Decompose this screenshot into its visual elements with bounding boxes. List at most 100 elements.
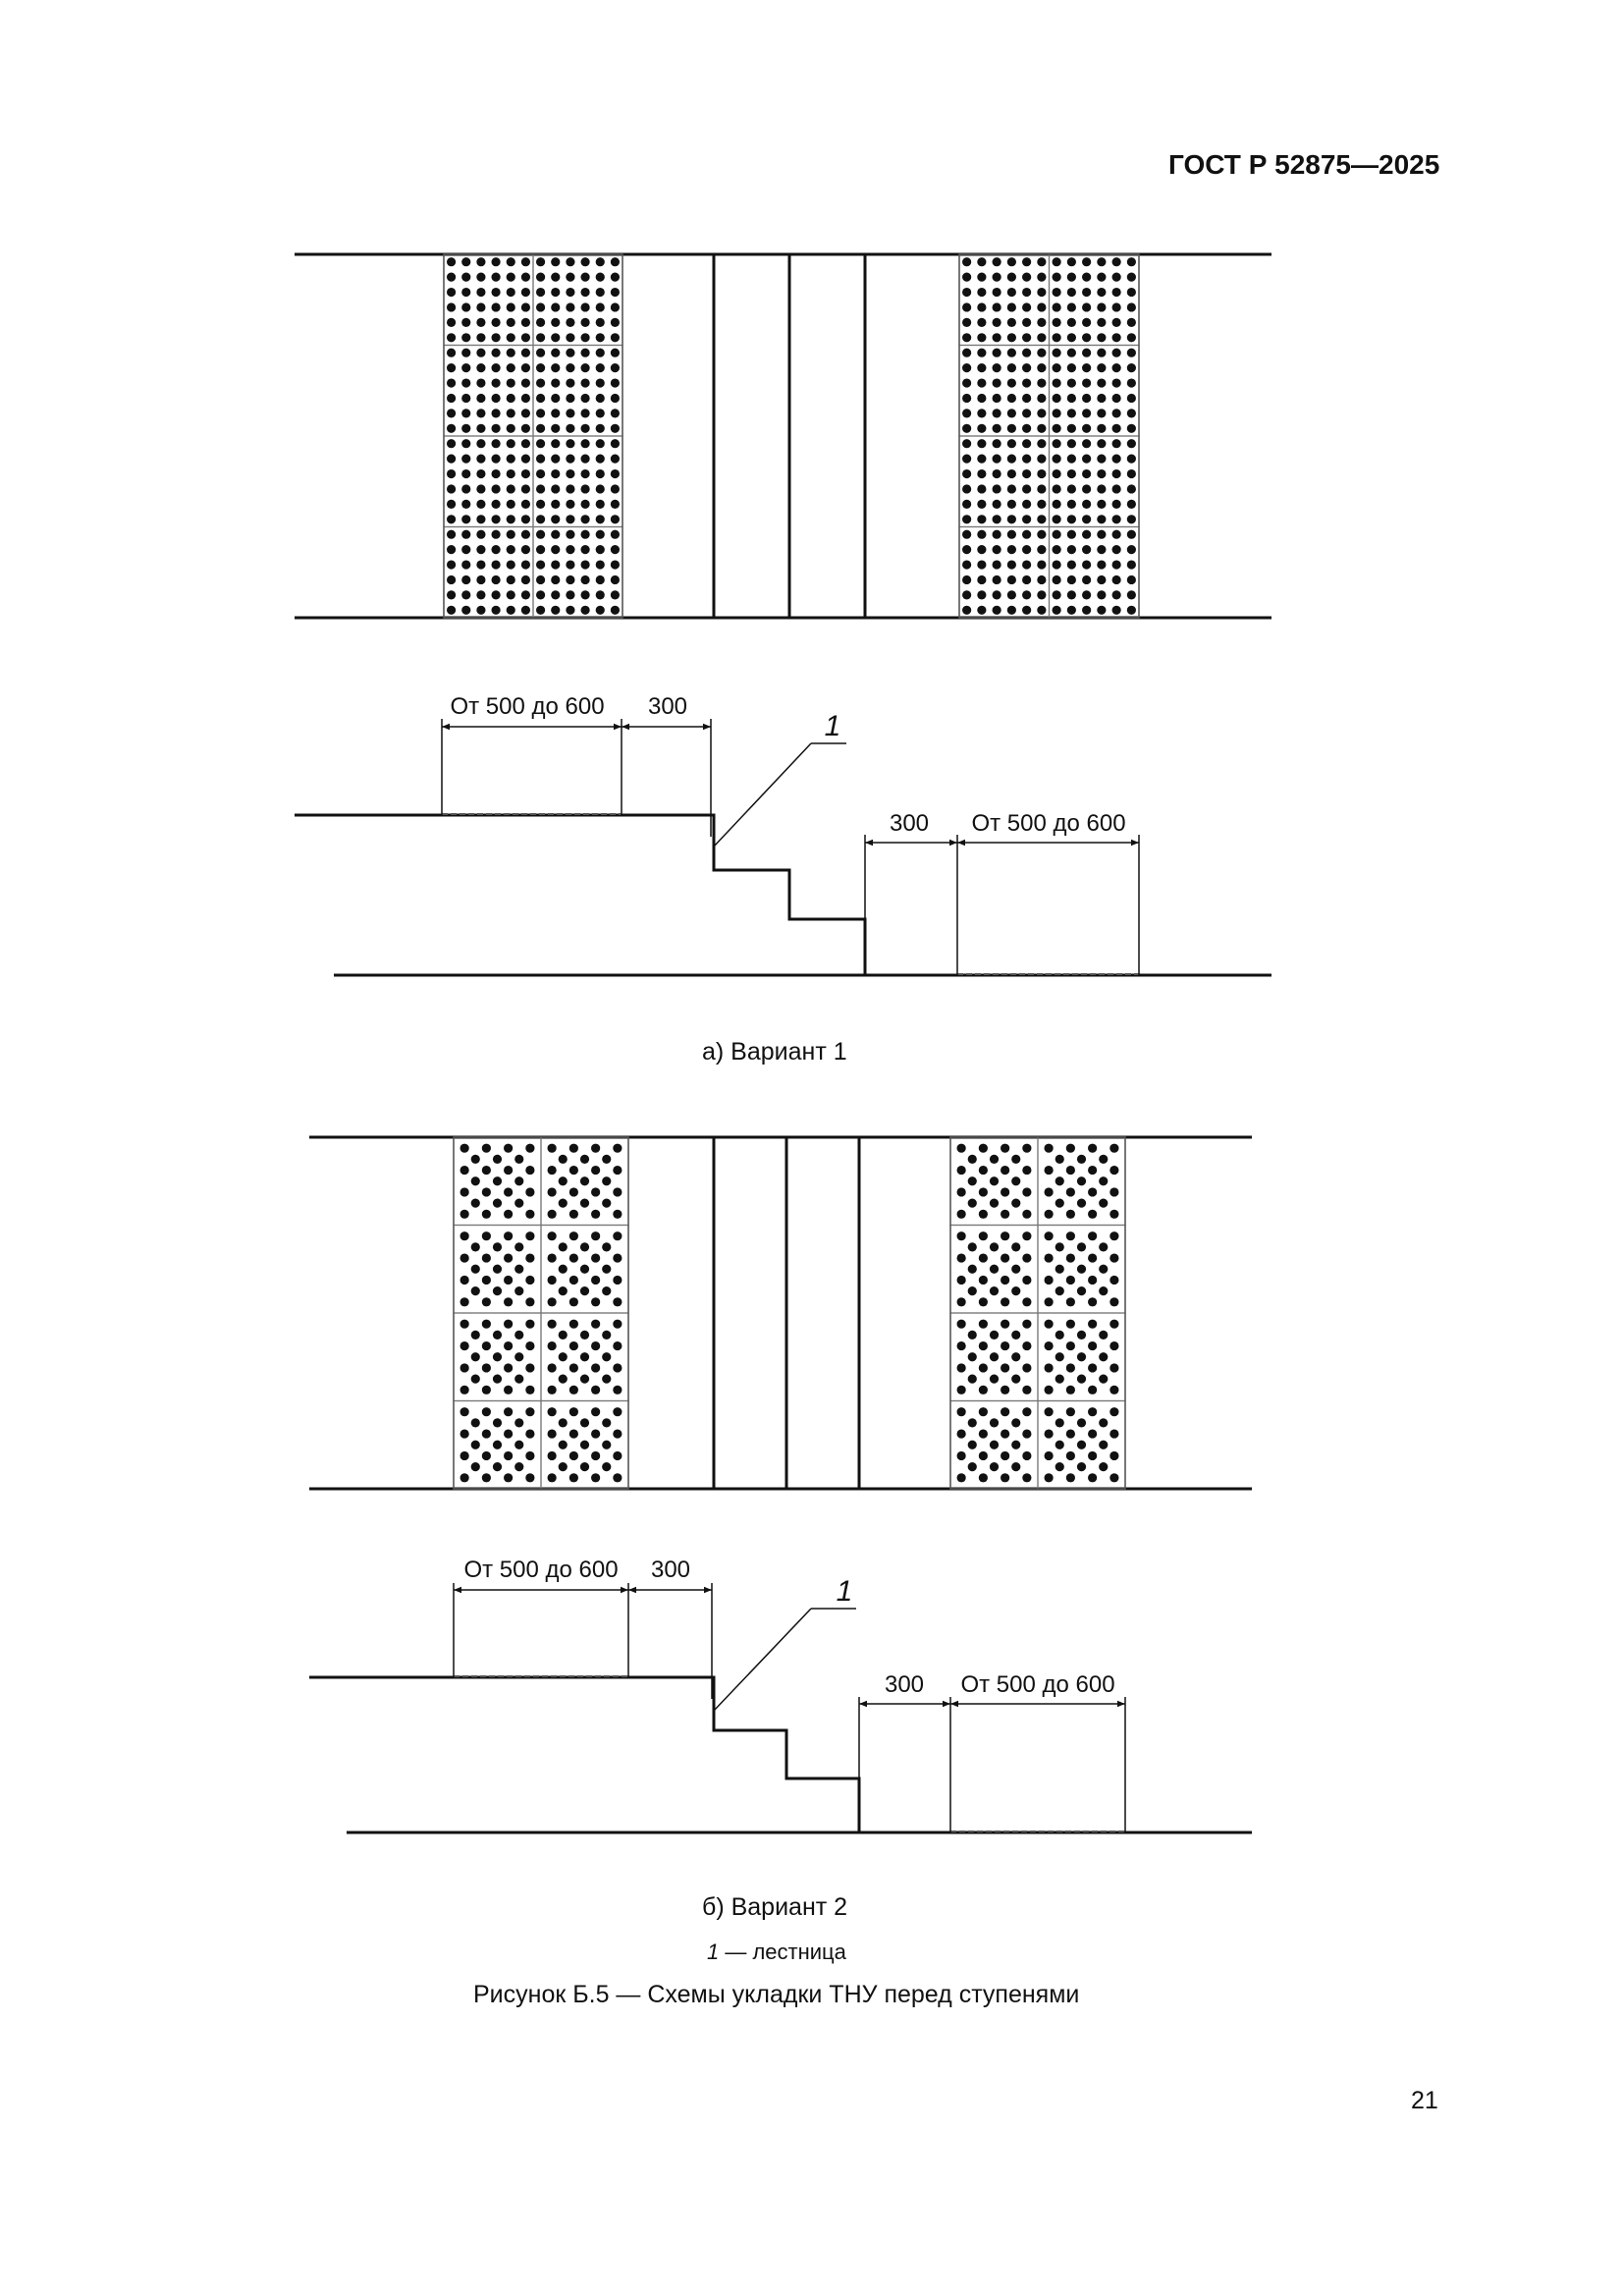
tactile-dot [956,1297,966,1307]
tactile-dot [506,439,515,449]
tactile-dot [610,348,621,357]
tactile-dot [1022,468,1032,479]
tactile-dot [1109,1165,1119,1175]
tactile-dot [962,484,972,494]
tactile-dot [1088,1231,1098,1241]
tactile-dot [1044,1297,1054,1307]
tactile-tile [1048,435,1140,528]
tactile-dot [1055,1440,1064,1449]
tactile-dot [580,439,590,449]
tactile-dot [1037,454,1047,464]
tactile-dot [491,515,501,524]
tactile-dot [461,545,471,555]
tactile-dot [506,423,515,433]
tactile-dot [1006,590,1016,600]
tactile-dot [1052,590,1061,600]
tactile-dot [1066,560,1076,570]
tactile-dot [568,1363,578,1373]
tactile-dot [492,1154,503,1164]
tactile-dot [967,1352,977,1362]
tactile-dot [580,484,590,494]
tactile-dot [491,272,501,282]
tactile-dot [525,1275,535,1285]
tactile-dot [566,590,575,600]
tactile-dot [992,484,1001,494]
tactile-dot [595,302,605,312]
tactile-dot [446,378,457,388]
tactile-dot [580,468,590,479]
tactile-dot [1076,1286,1087,1296]
tactile-dot [977,302,987,312]
tactile-dot [977,287,987,298]
tactile-dot [962,409,972,418]
tactile-dot [491,423,501,433]
tactile-tile [958,435,1051,528]
tactile-dot [446,272,457,282]
tactile-dot [992,605,1001,615]
tactile-dot [535,574,546,585]
tactile-dot [1126,272,1136,282]
tactile-dot [579,1374,590,1384]
tactile-dot [551,468,561,479]
tactile-dot [977,515,987,524]
tactile-dot [535,302,546,312]
tactile-dot [506,393,515,404]
dim-zone-label: От 500 до 600 [463,1557,618,1583]
tactile-dot [568,1209,578,1219]
tactile-dot [1097,272,1107,282]
tactile-dot [1022,378,1032,388]
tactile-dot [962,287,972,298]
tactile-dot [1052,378,1061,388]
tactile-dot [1022,605,1032,615]
tactile-dot [1022,1340,1032,1351]
tactile-dot [535,317,546,327]
tactile-dot [591,1407,601,1417]
tactile-dot [962,363,972,373]
tactile-dot [610,378,621,388]
tactile-dot [989,1264,1000,1274]
dim-gap-label: 300 [648,693,687,720]
tactile-tile [443,525,534,619]
tactile-dot [1088,1340,1098,1351]
tactile-dot [1065,1340,1075,1351]
tactile-dot [1044,1209,1054,1219]
tactile-dot [1111,423,1121,433]
tactile-dot [566,605,575,615]
tactile-dot [1011,1330,1021,1339]
tactile-dot [1022,317,1032,327]
tactile-dot [461,515,471,524]
tactile-dot [558,1374,568,1384]
tactile-dot [514,1462,524,1472]
tactile-dot [535,545,546,555]
tactile-dot [595,468,605,479]
tactile-dot [1022,484,1032,494]
tactile-dot [1006,348,1016,357]
tactile-dot [1088,1363,1098,1373]
tactile-dot [579,1264,590,1274]
tactile-dot [962,590,972,600]
tactile-dot [1082,515,1092,524]
tactile-dot [1037,545,1047,555]
tactile-dot [1097,515,1107,524]
tactile-dot [446,302,457,312]
tactile-dot [566,317,575,327]
tactile-dot [610,439,621,449]
tactile-dot [1109,1231,1119,1241]
tactile-dot [992,333,1001,343]
tactile-dot [535,348,546,357]
tactile-dot [525,1473,535,1483]
tactile-dot [551,439,561,449]
tactile-zone-right [958,253,1140,619]
tactile-dot [962,333,972,343]
tactile-dot [481,1340,491,1351]
tactile-dot [977,484,987,494]
tactile-dot [504,1450,514,1461]
tactile-tile [532,344,623,437]
tactile-dot [610,287,621,298]
tactile-dot [446,545,457,555]
tactile-dot [491,378,501,388]
tactile-dot [580,515,590,524]
tactile-dot [579,1330,590,1339]
tactile-dot [610,454,621,464]
tactile-dot [476,590,486,600]
